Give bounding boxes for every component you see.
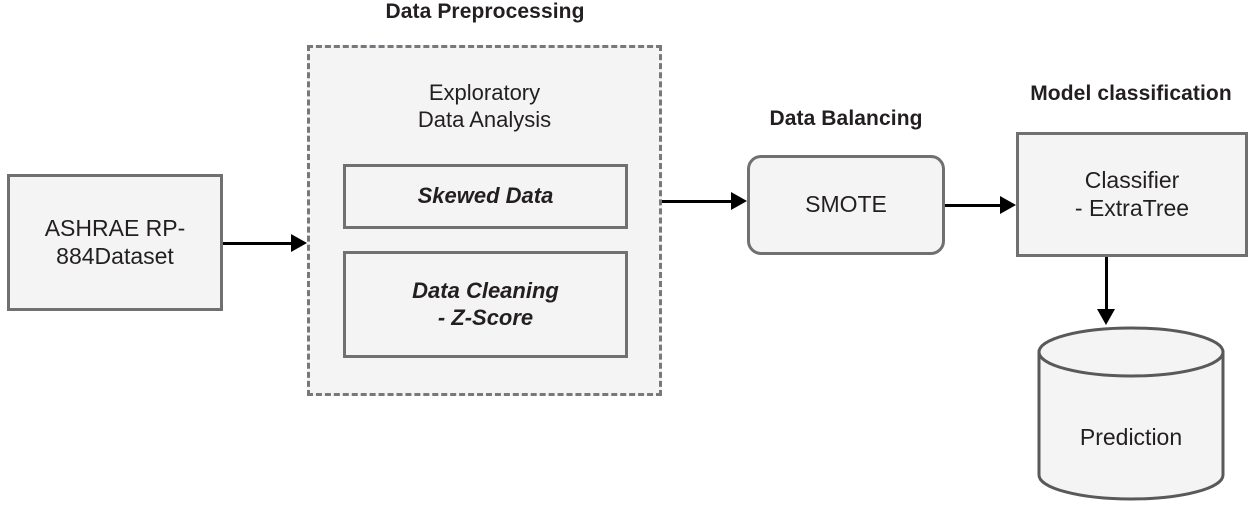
label-exploratory-data-analysis: Exploratory Data Analysis bbox=[417, 80, 552, 132]
node-smote[interactable]: SMOTE bbox=[747, 155, 945, 255]
arrow-smote-to-classifier-line bbox=[945, 204, 1003, 207]
node-data-cleaning-label: Data Cleaning - Z-Score bbox=[412, 278, 559, 330]
arrow-preprocessing-to-smote-line bbox=[662, 200, 734, 203]
arrow-classifier-to-prediction-head bbox=[1097, 309, 1115, 325]
cylinder-shape-icon bbox=[1037, 326, 1225, 501]
title-model-classification: Model classification bbox=[1030, 82, 1232, 105]
arrow-classifier-to-prediction-line bbox=[1105, 257, 1108, 315]
node-skewed-data[interactable]: Skewed Data bbox=[343, 164, 628, 229]
arrow-dataset-to-preprocessing-head bbox=[291, 234, 307, 252]
node-smote-label: SMOTE bbox=[805, 191, 887, 218]
node-ashrae-dataset-label: ASHRAE RP- 884Dataset bbox=[44, 215, 186, 269]
title-data-preprocessing: Data Preprocessing bbox=[385, 0, 585, 23]
arrow-dataset-to-preprocessing-line bbox=[223, 242, 293, 245]
arrow-smote-to-classifier-head bbox=[1000, 196, 1016, 214]
title-data-balancing: Data Balancing bbox=[769, 107, 923, 130]
node-data-cleaning[interactable]: Data Cleaning - Z-Score bbox=[343, 251, 628, 358]
arrow-preprocessing-to-smote-head bbox=[731, 192, 747, 210]
node-classifier-label: Classifier - ExtraTree bbox=[1074, 167, 1190, 221]
node-prediction-label: Prediction bbox=[1079, 424, 1183, 450]
node-ashrae-dataset[interactable]: ASHRAE RP- 884Dataset bbox=[7, 174, 223, 311]
node-skewed-data-label: Skewed Data bbox=[417, 183, 554, 209]
node-classifier[interactable]: Classifier - ExtraTree bbox=[1016, 132, 1248, 257]
node-prediction-datastore[interactable]: Prediction bbox=[1036, 326, 1226, 501]
